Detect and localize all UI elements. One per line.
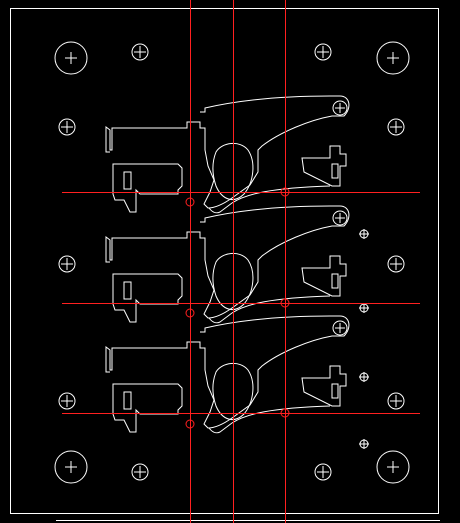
pilot-marker	[280, 298, 290, 308]
small-hole	[387, 255, 405, 273]
pilot-hole	[359, 229, 369, 239]
small-hole	[314, 43, 332, 61]
small-hole	[387, 392, 405, 410]
corner-hole-bottom-left	[54, 450, 88, 484]
pilot-hole	[359, 372, 369, 382]
pilot-marker	[280, 408, 290, 418]
small-hole	[314, 463, 332, 481]
small-hole	[58, 392, 76, 410]
small-hole	[58, 255, 76, 273]
pilot-marker	[280, 187, 290, 197]
pilot-marker	[185, 419, 195, 429]
small-hole	[131, 463, 149, 481]
small-hole	[387, 118, 405, 136]
pilot-marker	[185, 197, 195, 207]
corner-hole-top-right	[376, 41, 410, 75]
station-1	[105, 95, 350, 214]
corner-hole-top-left	[54, 41, 88, 75]
station-2	[105, 205, 350, 324]
corner-hole-bottom-right	[376, 450, 410, 484]
station-3	[105, 315, 350, 434]
small-hole	[131, 43, 149, 61]
pilot-hole	[359, 439, 369, 449]
pilot-hole	[359, 303, 369, 313]
plate-outline	[10, 8, 439, 514]
small-hole	[58, 118, 76, 136]
pilot-marker	[185, 308, 195, 318]
